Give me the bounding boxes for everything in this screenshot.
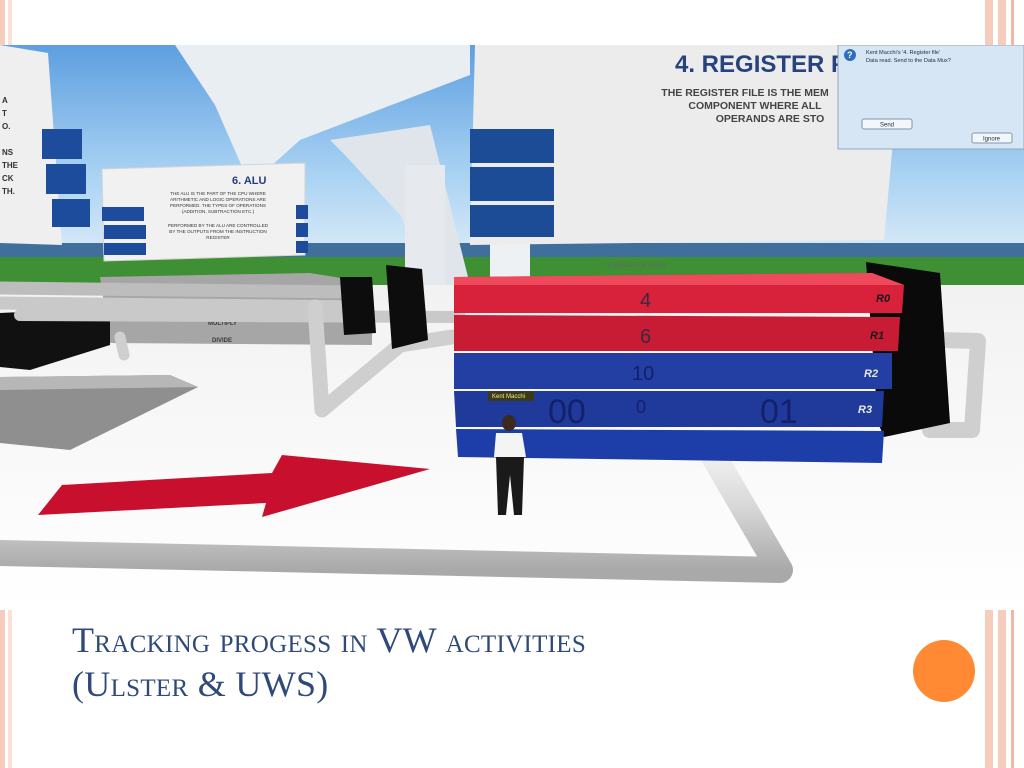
register-r1 xyxy=(454,315,900,351)
left-sign-letter: NS xyxy=(2,148,14,157)
slide-stripe xyxy=(998,0,1006,45)
register-base xyxy=(456,429,884,463)
dialog-line2: Data read. Send to the Data Mux? xyxy=(866,58,951,64)
floor-label: 4. Register File Sensor xyxy=(606,263,667,269)
question-icon xyxy=(844,49,856,61)
slide-stripe xyxy=(998,610,1006,768)
black-block-left xyxy=(0,309,110,370)
register-file-sign xyxy=(470,45,900,245)
alu-info-sign xyxy=(101,162,306,262)
left-sign-letter: CK xyxy=(2,174,14,183)
alu-menu-item-divide: DIVIDE xyxy=(212,338,232,344)
register-sign-body: THE REGISTER FILE IS THE MEM COMPONENT W… xyxy=(661,87,829,125)
svg-text:THE ALU IS THE PART OF THE CPU: THE ALU IS THE PART OF THE CPU WHERE xyxy=(170,191,266,196)
slide-stripe xyxy=(1011,0,1014,45)
slide-stripe xyxy=(8,610,12,768)
left-sign-letter: THE xyxy=(2,161,19,170)
black-connector xyxy=(340,277,376,335)
send-button-label: Send xyxy=(880,123,894,129)
register-r3-value: 0 xyxy=(636,397,646,417)
pipes xyxy=(0,281,986,583)
register-r0-label: R0 xyxy=(876,293,891,305)
register-r1-value: 6 xyxy=(640,326,651,348)
register-bin-right: 01 xyxy=(760,393,798,431)
alu-sign-heading: 6. ALU xyxy=(232,175,266,187)
register-r2 xyxy=(454,353,892,389)
slide-stripe xyxy=(985,0,993,45)
question-icon-glyph: ? xyxy=(847,50,853,60)
left-sign-letter: TH. xyxy=(2,187,15,196)
dialog-box: ? Kent Macchi's '4. Register file' Data … xyxy=(837,45,1024,150)
slide-stripe xyxy=(1011,610,1014,768)
left-info-sign xyxy=(0,45,62,245)
register-sign-blue-blocks xyxy=(470,129,554,237)
svg-text:BY THE OUTPUTS FROM THE INSTRU: BY THE OUTPUTS FROM THE INSTRUCTION xyxy=(169,229,267,234)
structure-pillar xyxy=(405,165,445,285)
slide-stripe xyxy=(985,610,993,768)
svg-text:(ADDITION, SUBTRACTION ETC.): (ADDITION, SUBTRACTION ETC.) xyxy=(182,209,255,214)
register-stack xyxy=(454,273,904,463)
svg-text:THE REGISTER FILE IS THE MEM: THE REGISTER FILE IS THE MEM xyxy=(661,87,829,99)
dialog-send-button[interactable]: Send xyxy=(861,118,913,130)
svg-text:REGISTER: REGISTER xyxy=(206,235,230,240)
register-sign-heading: 4. REGISTER F xyxy=(675,51,846,78)
dialog-line1: Kent Macchi's '4. Register file' xyxy=(866,50,940,56)
ignore-button-label: Ignore xyxy=(983,137,1001,143)
register-bin-left: 00 xyxy=(548,393,586,431)
avatar: Kent Macchi xyxy=(488,391,534,515)
slide-title: Tracking progess in VW activities (Ulste… xyxy=(72,618,892,706)
slide-title-line1: Tracking progess in VW activities xyxy=(72,620,587,660)
black-connector xyxy=(386,265,428,349)
orange-orb-decoration xyxy=(913,640,975,702)
left-sign-letter: T xyxy=(2,109,7,118)
register-r2-label: R2 xyxy=(864,368,878,380)
register-labels: R0 R1 R2 R3 xyxy=(858,293,891,416)
left-sign-letter: A xyxy=(2,96,8,105)
slide-stripe xyxy=(8,0,12,45)
left-sign-blue-blocks xyxy=(42,129,90,227)
slide-stripe xyxy=(0,610,5,768)
slide-title-line2: (Ulster & UWS) xyxy=(72,664,329,704)
svg-text:COMPONENT WHERE ALL: COMPONENT WHERE ALL xyxy=(688,100,822,112)
register-r2-value: 10 xyxy=(632,363,654,385)
avatar-name: Kent Macchi xyxy=(492,394,525,400)
avatar-nametag xyxy=(488,391,534,401)
left-sign-text: AT O. NS THE CK TH. xyxy=(2,96,19,196)
dialog-ignore-button[interactable]: Ignore xyxy=(971,132,1013,144)
alu-sign-body: THE ALU IS THE PART OF THE CPU WHERE ARI… xyxy=(168,191,269,240)
slide-stripe xyxy=(0,0,5,45)
register-r1-label: R1 xyxy=(870,330,884,342)
svg-text:ARITHMETIC AND LOGIC OPERATION: ARITHMETIC AND LOGIC OPERATIONS ARE xyxy=(170,197,266,202)
left-sign-letter: O. xyxy=(2,122,10,131)
red-arrow xyxy=(38,455,430,517)
register-values: 4 6 10 0 00 01 xyxy=(548,290,798,431)
alu-blue-blocks xyxy=(102,205,308,255)
register-r3-label: R3 xyxy=(858,404,872,416)
svg-text:OPERANDS ARE STO: OPERANDS ARE STO xyxy=(716,113,825,125)
alu-menu-item-multiply: MULTIPLY xyxy=(208,321,237,327)
svg-text:PERFORMED. THE TYPES OF OPERAT: PERFORMED. THE TYPES OF OPERATIONS xyxy=(170,203,266,208)
grey-ramp xyxy=(0,375,198,450)
overhead-structure xyxy=(175,45,470,185)
svg-text:PERFORMED BY THE ALU ARE CONTR: PERFORMED BY THE ALU ARE CONTROLLED xyxy=(168,223,269,228)
register-r3 xyxy=(454,391,884,427)
grey-ramp-top xyxy=(0,375,198,390)
register-r0-value: 4 xyxy=(640,290,651,312)
